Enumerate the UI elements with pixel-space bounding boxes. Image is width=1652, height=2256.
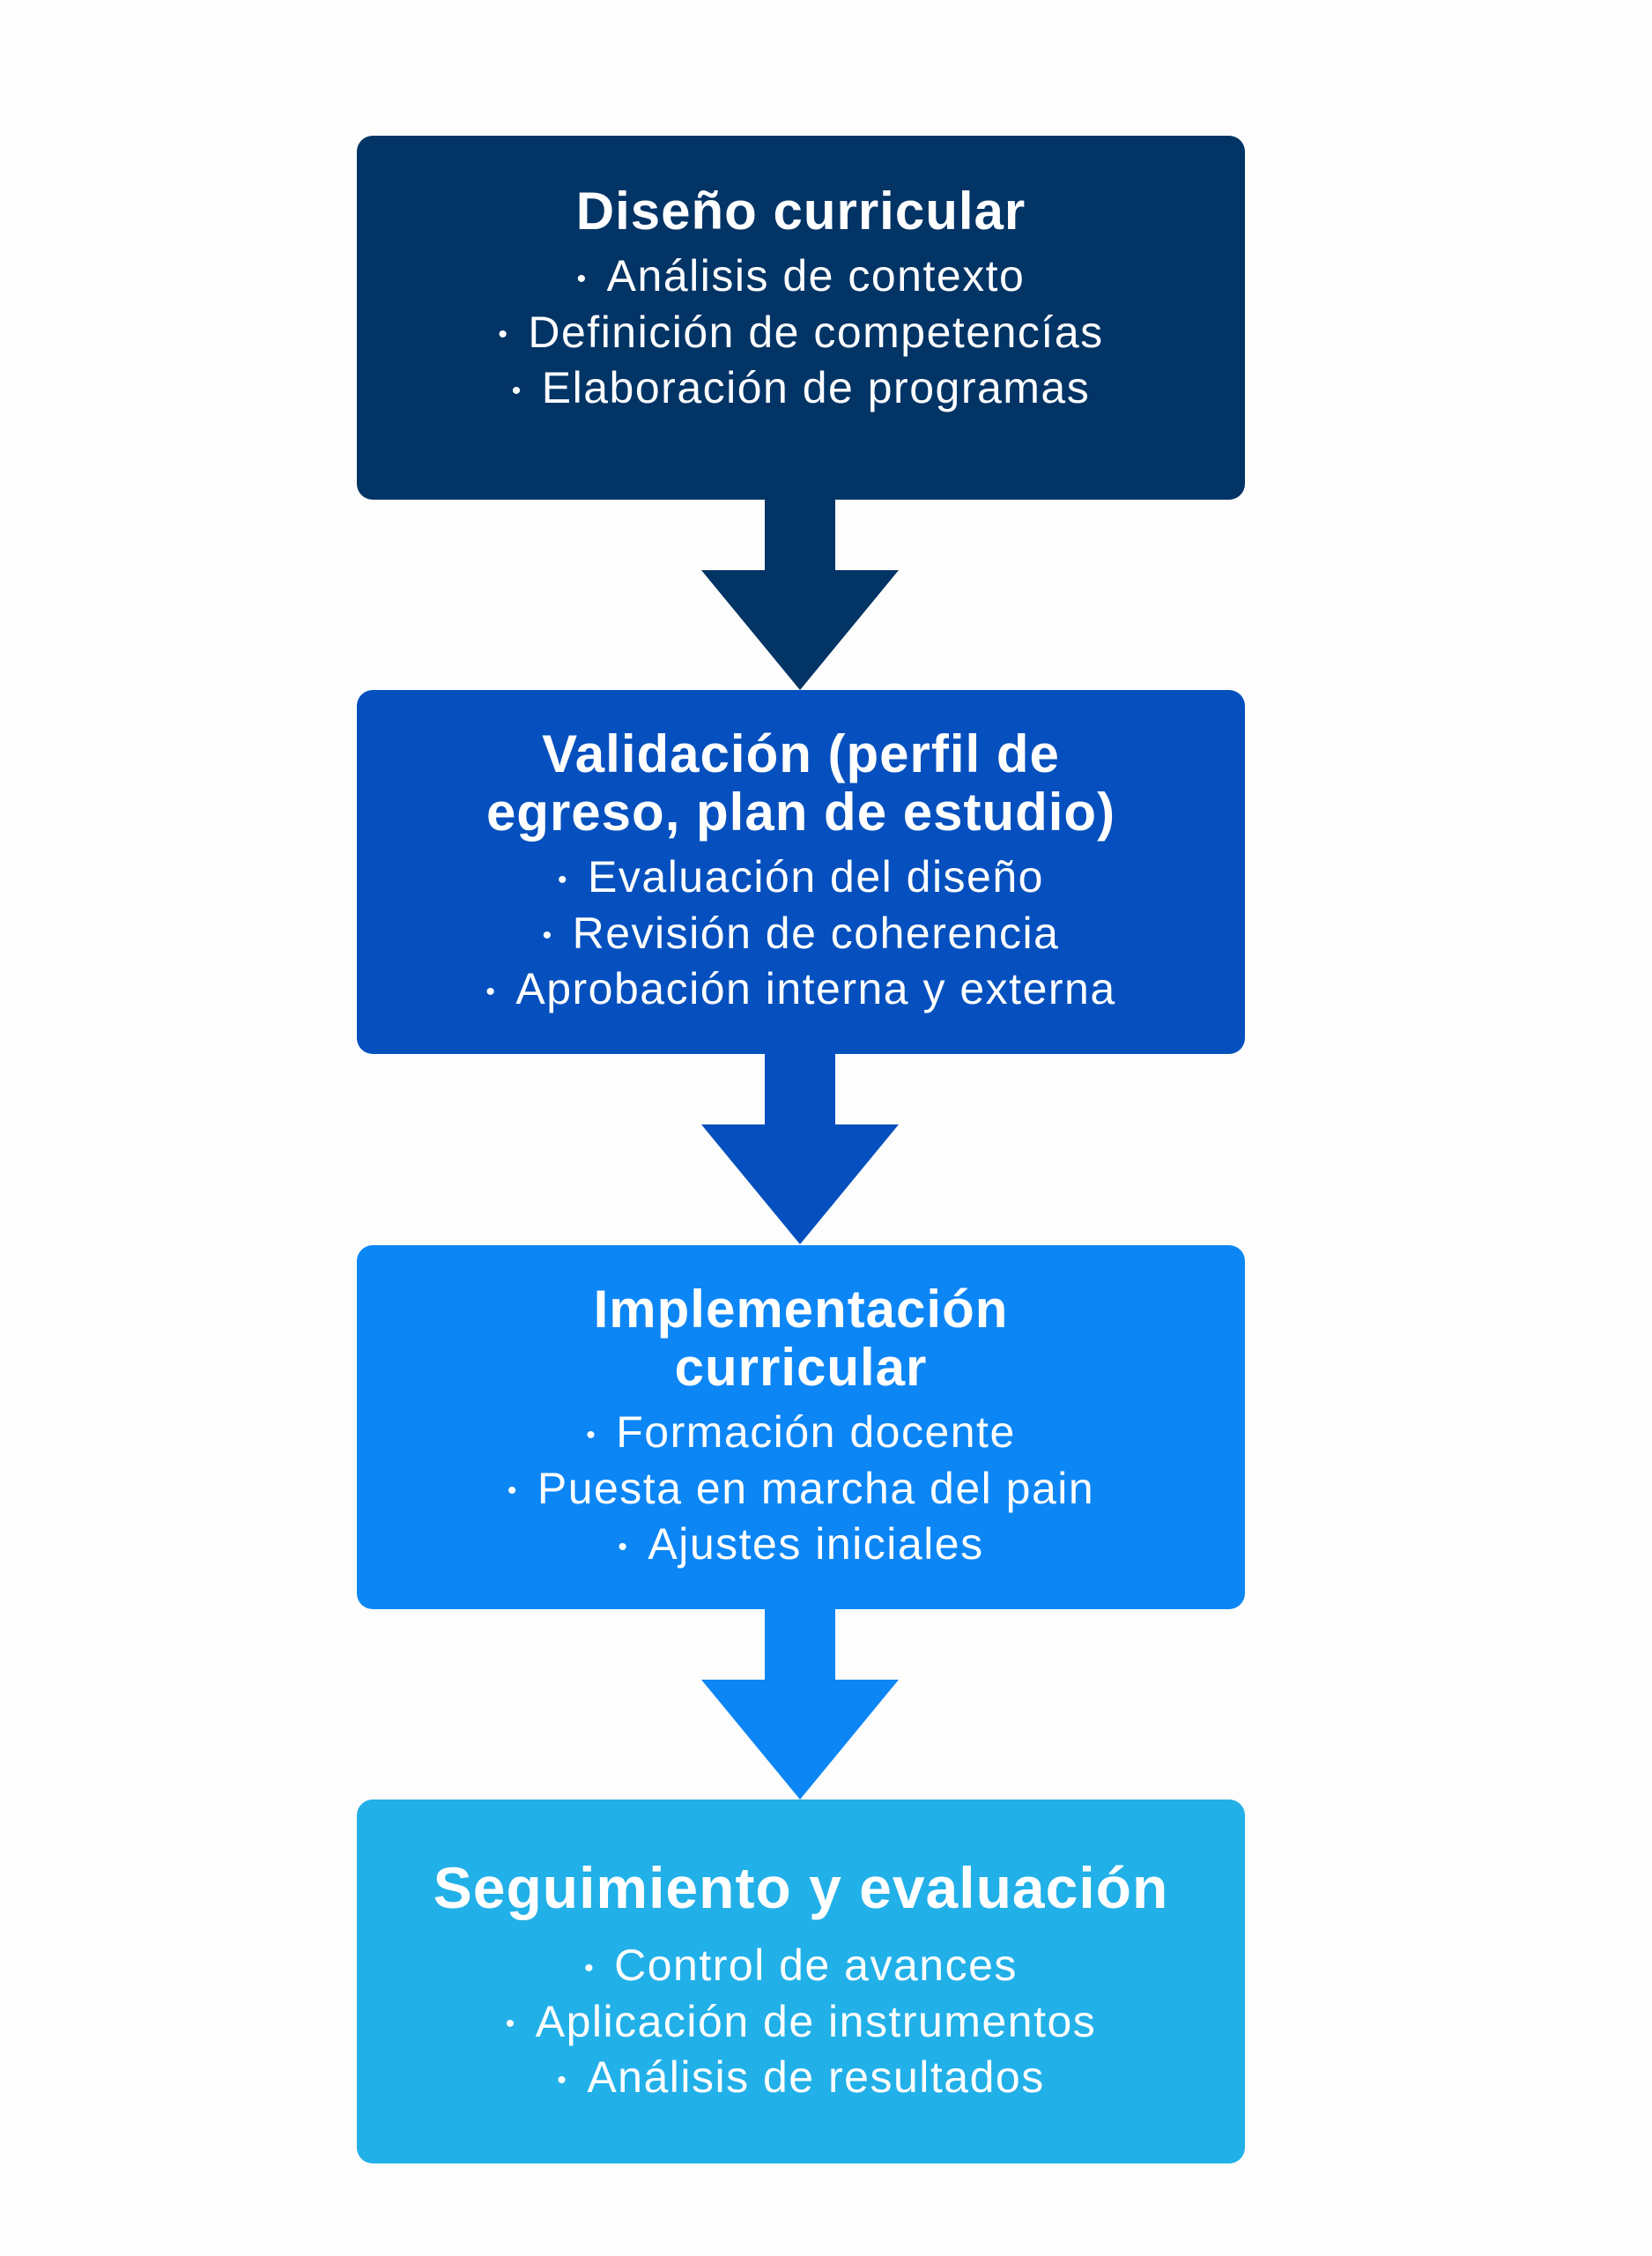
- down-arrow-icon: [701, 500, 899, 690]
- step-seguimiento: Seguimiento y evaluación •Control de ava…: [357, 1800, 1245, 2163]
- list-item: •Elaboración de programas: [511, 363, 1091, 413]
- down-arrow-icon: [701, 1054, 899, 1244]
- list-item: •Evaluación del diseño: [558, 851, 1044, 902]
- step-title: Diseño curricular: [575, 181, 1026, 241]
- step-diseno-curricular: Diseño curricular •Análisis de contexto …: [357, 136, 1245, 500]
- list-item: •Análisis de resultados: [557, 2052, 1045, 2103]
- list-item: •Formación docente: [586, 1406, 1016, 1457]
- list-item: •Análisis de contexto: [576, 250, 1026, 301]
- list-item: •Aprobación interna y externa: [485, 964, 1116, 1014]
- down-arrow-icon: [701, 1609, 899, 1800]
- list-item: •Ajustes iniciales: [618, 1519, 984, 1570]
- list-item: •Aplicación de instrumentos: [505, 1996, 1097, 2046]
- list-item: •Definición de competencías: [498, 307, 1104, 357]
- list-item: •Revisión de coherencia: [542, 908, 1060, 958]
- step-title: Seguimiento y evaluación: [433, 1854, 1169, 1920]
- list-item: •Control de avances: [584, 1940, 1018, 1990]
- list-item: •Puesta en marcha del pain: [507, 1463, 1095, 1513]
